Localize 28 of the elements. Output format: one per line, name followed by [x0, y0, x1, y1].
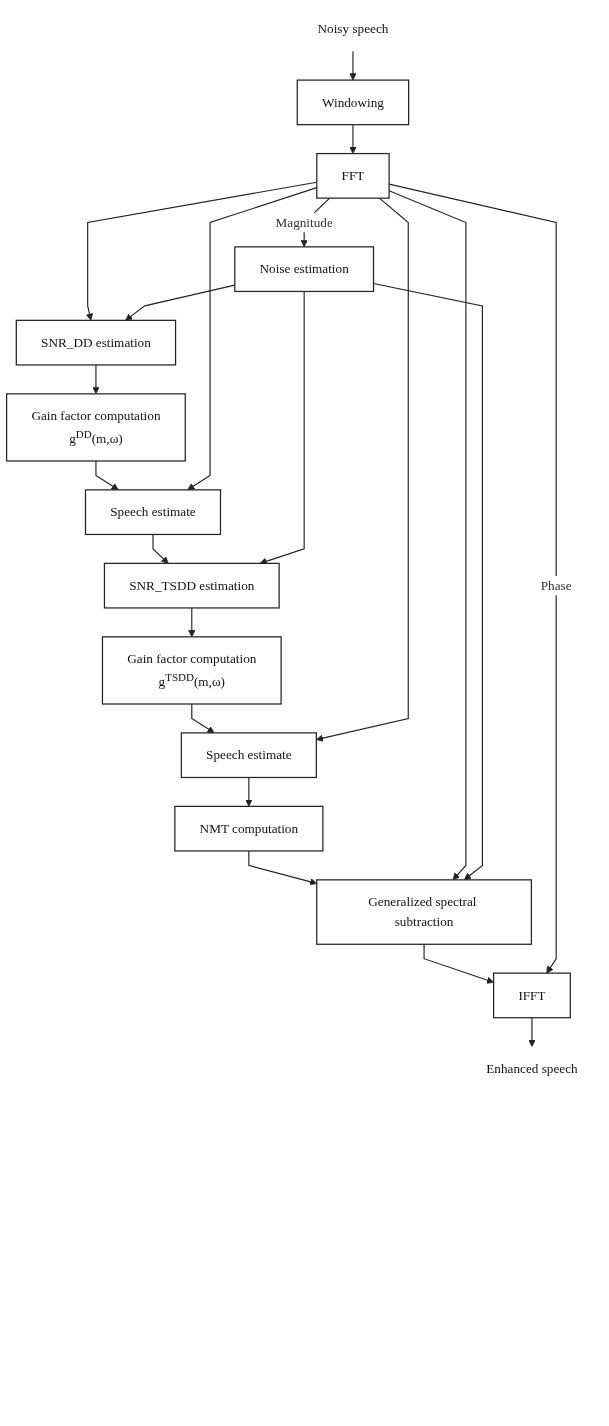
node-box: Speech estimate	[180, 732, 317, 779]
arrow	[92, 364, 100, 395]
node-text: Enhanced speech	[486, 1061, 578, 1076]
edge-label: Magnitude	[275, 215, 333, 230]
arrow	[349, 50, 357, 81]
node-box: Generalized spectral subtraction	[316, 879, 533, 945]
node-box: IFFT	[493, 972, 571, 1019]
node-box: Gain factor computation g$^{DD}$(m,ω)	[6, 393, 186, 462]
arrow	[95, 460, 119, 491]
node-box: NMT computation	[174, 805, 324, 852]
arrow	[191, 703, 215, 734]
arrow	[245, 776, 253, 807]
arrow	[152, 533, 169, 564]
edge-label: Phase	[540, 578, 572, 593]
node-box: Noise estimation	[234, 246, 375, 293]
arrow	[423, 943, 494, 984]
node-box: SNR_TSDD estimation	[103, 562, 280, 609]
arrow	[259, 290, 305, 565]
node-box: SNR_DD estimation	[15, 319, 177, 366]
node-box: Speech estimate	[84, 489, 222, 536]
arrow	[349, 124, 357, 154]
arrow	[188, 607, 196, 638]
node-box: FFT	[316, 152, 390, 199]
arrow	[528, 1017, 536, 1047]
node-text: Noisy speech	[317, 21, 389, 36]
node-box: Gain factor computation g$^{TSDD}$(m,ω)	[101, 636, 282, 705]
node-box: Windowing	[296, 79, 410, 126]
arrow	[316, 197, 409, 742]
